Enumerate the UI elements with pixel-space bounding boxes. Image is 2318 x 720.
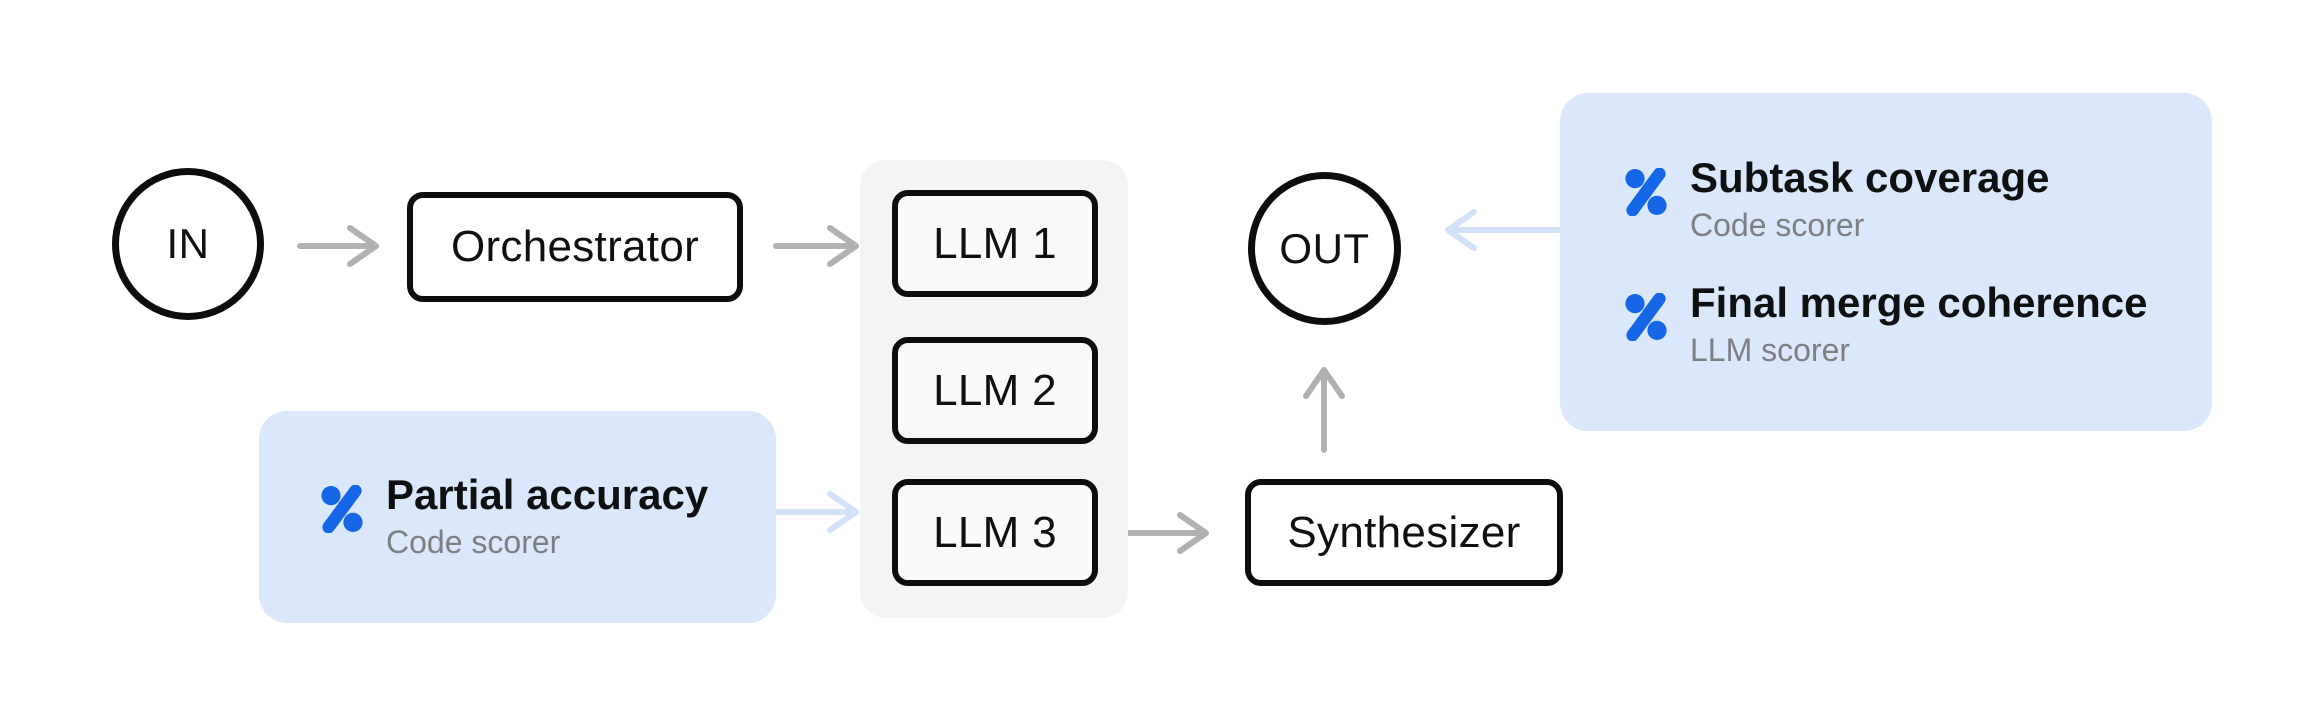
node-llm1: LLM 1	[892, 190, 1098, 297]
node-out-label: OUT	[1279, 224, 1370, 272]
scorer-item-partial-accuracy: Partial accuracy Code scorer	[318, 470, 740, 564]
percent-scorer-icon	[1625, 167, 1667, 216]
arrow-orchestrator-to-llm-stack	[773, 225, 859, 267]
scorer-text: Subtask coverage Code scorer	[1690, 153, 2050, 247]
arrow-partial-accuracy-to-llm3	[773, 491, 859, 533]
percent-scorer-icon	[1625, 292, 1667, 341]
arrow-scorers-to-out	[1445, 209, 1563, 251]
scorer-title: Final merge coherence	[1690, 278, 2148, 326]
node-synthesizer-label: Synthesizer	[1287, 507, 1521, 557]
scorer-text: Final merge coherence LLM scorer	[1690, 278, 2148, 372]
node-in: IN	[112, 168, 264, 320]
node-orchestrator-label: Orchestrator	[450, 222, 700, 271]
scorer-subtitle: LLM scorer	[1690, 331, 1851, 368]
scorer-item-subtask-coverage: Subtask coverage Code scorer	[1622, 153, 2176, 247]
scorer-item-final-merge-coherence: Final merge coherence LLM scorer	[1622, 278, 2176, 372]
node-in-label: IN	[166, 220, 210, 267]
scorer-subtitle: Code scorer	[1690, 206, 1865, 243]
scorer-title: Partial accuracy	[386, 471, 709, 518]
arrow-llm3-to-synthesizer	[1125, 512, 1209, 554]
percent-scorer-icon	[321, 485, 363, 533]
node-llm1-label: LLM 1	[933, 218, 1057, 268]
scorer-text: Partial accuracy Code scorer	[386, 470, 708, 564]
scorer-subtitle: Code scorer	[386, 524, 561, 560]
node-llm2-label: LLM 2	[933, 365, 1057, 415]
node-synthesizer: Synthesizer	[1245, 479, 1563, 586]
node-llm3: LLM 3	[892, 479, 1098, 586]
scorer-title: Subtask coverage	[1690, 153, 2050, 201]
node-llm3-label: LLM 3	[933, 507, 1057, 557]
node-llm2: LLM 2	[892, 337, 1098, 444]
node-orchestrator: Orchestrator	[407, 192, 743, 302]
callout-partial-accuracy: Partial accuracy Code scorer	[259, 411, 776, 623]
callout-output-scorers: Subtask coverage Code scorer Final merge…	[1560, 93, 2212, 431]
arrow-synthesizer-to-out	[1303, 367, 1345, 453]
arrow-in-to-orchestrator	[297, 225, 379, 267]
node-out: OUT	[1248, 172, 1401, 325]
